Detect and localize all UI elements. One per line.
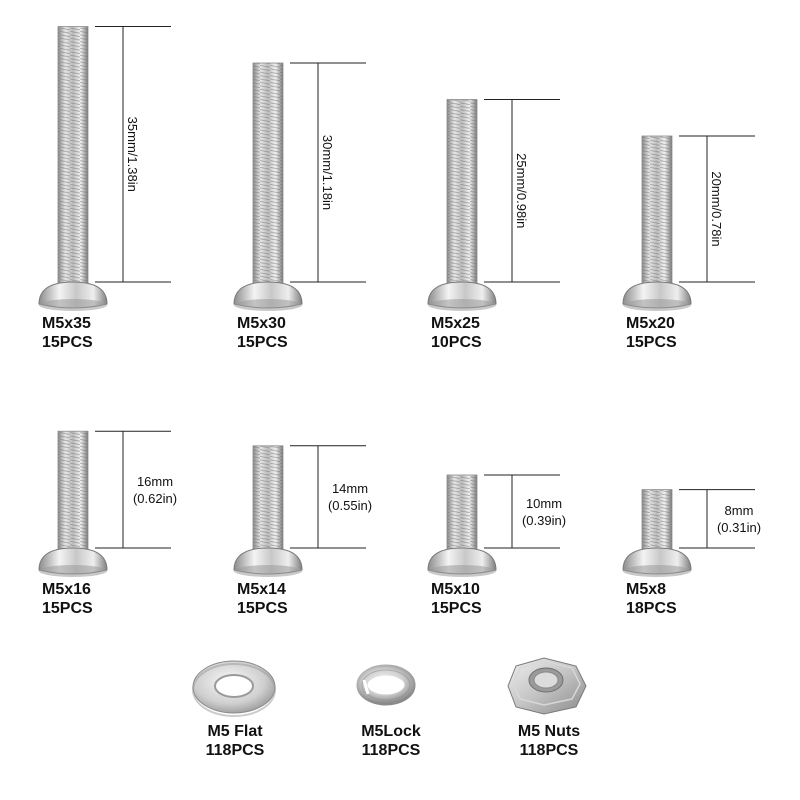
dimension-text: 10mm(0.39in) [514,495,574,529]
bolt-label-m5x10: M5x10 15PCS [431,580,482,618]
dimension-in: (0.31in) [716,519,762,535]
flat-washer-icon [192,660,276,717]
bolt-m5x8 [622,489,692,577]
bolt-name: M5x14 [237,581,286,598]
bolt-qty: 15PCS [237,600,288,617]
dimension-text: 30mm/1.18in [320,135,335,210]
bolt-qty: 15PCS [626,334,677,351]
bolt-name: M5x8 [626,581,667,598]
bolt-m5x16 [38,430,108,577]
bolt-m5x35 [38,26,108,311]
bolt-qty: 15PCS [42,334,93,351]
accessory-name: M5 Flat [207,723,263,740]
bolt-qty: 18PCS [626,600,677,617]
bolt-label-m5x35: M5x35 15PCS [42,314,93,352]
accessory-label-flat-washer: M5 Flat 118PCS [180,722,290,760]
dimension-m5x35: 35mm/1.38in [95,26,171,283]
hex-nut-icon [507,657,587,715]
bolt-name: M5x20 [626,315,675,332]
dimension-m5x25: 25mm/0.98in [484,99,560,283]
accessory-qty: 118PCS [205,742,265,759]
dimension-in: (0.55in) [327,497,373,513]
accessory-qty: 118PCS [361,742,421,759]
dimension-mm: 8mm [724,502,754,518]
bolt-m5x10 [427,474,497,577]
dimension-text: 14mm(0.55in) [320,480,380,514]
lock-washer-icon [356,664,416,706]
bolt-name: M5x10 [431,581,480,598]
dimension-m5x10 [484,474,560,549]
accessory-qty: 118PCS [519,742,579,759]
dimension-text: 25mm/0.98in [514,153,529,228]
bolt-name: M5x30 [237,315,286,332]
dimension-in: (0.39in) [521,512,567,528]
bolt-qty: 15PCS [237,334,288,351]
bolt-label-m5x16: M5x16 15PCS [42,580,93,618]
dimension-in: (0.62in) [132,490,178,506]
dimension-mm: 14mm [331,480,369,496]
bolt-name: M5x16 [42,581,91,598]
bolt-label-m5x25: M5x25 10PCS [431,314,482,352]
dimension-mm: 10mm [525,495,563,511]
bolt-label-m5x30: M5x30 15PCS [237,314,288,352]
bolt-label-m5x8: M5x8 18PCS [626,580,677,618]
dimension-m5x20: 20mm/0.78in [679,135,755,283]
bolt-qty: 15PCS [42,600,93,617]
bolt-name: M5x25 [431,315,480,332]
dimension-text: 16mm(0.62in) [125,473,185,507]
dimension-m5x14 [290,445,366,549]
dimension-m5x16 [95,430,171,549]
bolt-qty: 15PCS [431,600,482,617]
bolt-label-m5x20: M5x20 15PCS [626,314,677,352]
bolts-layer [38,26,692,577]
dimension-m5x30: 30mm/1.18in [290,62,366,283]
dimension-m5x8 [679,489,755,549]
bolt-qty: 10PCS [431,334,482,351]
accessory-name: M5 Nuts [517,723,581,740]
accessory-label-hex-nut: M5 Nuts 118PCS [494,722,604,760]
dimension-text: 8mm(0.31in) [709,502,769,536]
bolt-name: M5x35 [42,315,91,332]
dimension-mm: 16mm [136,473,174,489]
accessory-label-lock-washer: M5Lock 118PCS [336,722,446,760]
accessory-name: M5Lock [361,723,421,740]
bolt-m5x20 [622,135,692,311]
bolt-m5x14 [233,445,303,577]
dimension-text: 35mm/1.38in [125,117,140,192]
dimension-text: 20mm/0.78in [709,171,724,246]
dimension-lines-layer: 35mm/1.38in 30mm/1.18in 25mm/0.98in 20mm/0.… [95,26,755,549]
bolt-m5x30 [233,62,303,311]
bolt-label-m5x14: M5x14 15PCS [237,580,288,618]
bolt-m5x25 [427,99,497,311]
